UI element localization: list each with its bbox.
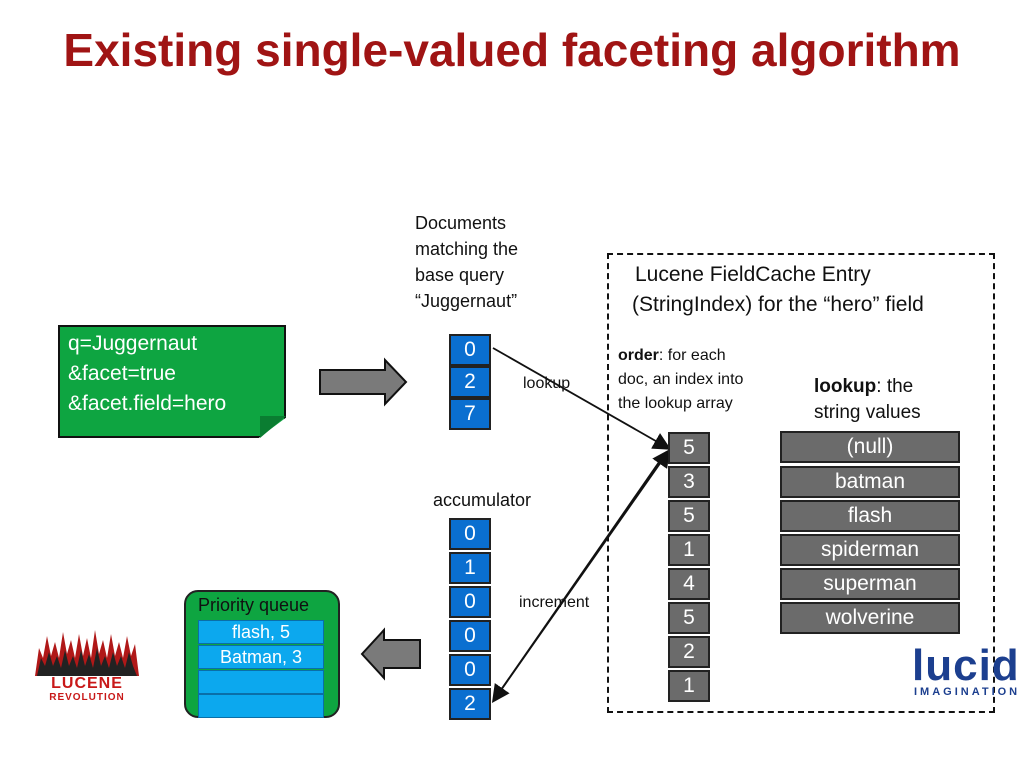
order-cell: 4 bbox=[668, 568, 710, 600]
priority-queue-item bbox=[198, 694, 324, 718]
doc-cell: 2 bbox=[449, 366, 491, 398]
query-note bbox=[58, 325, 286, 438]
order-term-rest: : for each bbox=[658, 347, 726, 364]
accumulator-to-queue-arrow bbox=[360, 627, 421, 681]
priority-queue-item: flash, 5 bbox=[198, 620, 324, 644]
lookup-cell: batman bbox=[780, 466, 960, 498]
lookup-arrow-label: lookup bbox=[523, 375, 571, 392]
lookup-description-line-2: string values bbox=[814, 402, 921, 423]
order-cell: 1 bbox=[668, 534, 710, 566]
increment-arrow-tail bbox=[493, 449, 671, 701]
docs-label-line-1: Documents bbox=[415, 213, 507, 233]
query-line-q: q=Juggernaut bbox=[68, 332, 198, 355]
lookup-cell: (null) bbox=[780, 431, 960, 463]
order-cell: 5 bbox=[668, 432, 710, 464]
order-cell: 5 bbox=[668, 500, 710, 532]
query-to-docs-arrow bbox=[319, 357, 408, 407]
order-cell: 2 bbox=[668, 636, 710, 668]
order-description-line-1: order: for each bbox=[618, 345, 726, 366]
increment-arrow-label: increment bbox=[519, 594, 590, 611]
fieldcache-title-1: Lucene FieldCache Entry bbox=[635, 263, 871, 286]
lucid-logo-word: lucid bbox=[912, 641, 1020, 690]
accumulator-cell: 0 bbox=[449, 654, 491, 686]
accumulator-cell: 0 bbox=[449, 586, 491, 618]
slide-title: Existing single-valued faceting algorith… bbox=[63, 24, 961, 76]
order-cell: 1 bbox=[668, 670, 710, 702]
fieldcache-title-2: (StringIndex) for the “hero” field bbox=[632, 293, 924, 316]
priority-queue-item: Batman, 3 bbox=[198, 645, 324, 669]
lookup-description-line-1: lookup: the bbox=[814, 374, 913, 399]
accumulator-cell: 1 bbox=[449, 552, 491, 584]
query-line-field: &facet.field=hero bbox=[68, 392, 227, 415]
docs-label-line-4: “Juggernaut” bbox=[415, 291, 518, 311]
lookup-cell: wolverine bbox=[780, 602, 960, 634]
order-description-line-2: doc, an index into bbox=[618, 371, 744, 388]
lookup-cell: spiderman bbox=[780, 534, 960, 566]
lookup-cell: flash bbox=[780, 500, 960, 532]
imagination-logo-word: IMAGINATION bbox=[914, 686, 1021, 698]
lookup-arrow bbox=[492, 347, 672, 450]
docs-label-line-3: base query bbox=[415, 265, 505, 285]
order-cell: 5 bbox=[668, 602, 710, 634]
priority-queue-label: Priority queue bbox=[198, 595, 310, 615]
crowd-icon bbox=[35, 630, 139, 676]
doc-cell: 0 bbox=[449, 334, 491, 366]
fieldcache-box bbox=[607, 253, 995, 713]
lookup-term: lookup bbox=[814, 376, 877, 397]
lookup-cell: superman bbox=[780, 568, 960, 600]
lookup-term-rest: : the bbox=[876, 376, 914, 397]
accumulator-cell: 0 bbox=[449, 620, 491, 652]
lucene-revolution-logo: LUCENE REVOLUTION bbox=[33, 628, 143, 708]
docs-label-line-2: matching the bbox=[415, 239, 519, 259]
revolution-logo-word: REVOLUTION bbox=[49, 692, 125, 703]
accumulator-cell: 2 bbox=[449, 688, 491, 720]
doc-cell: 7 bbox=[449, 398, 491, 430]
order-cell: 3 bbox=[668, 466, 710, 498]
accumulator-cell: 0 bbox=[449, 518, 491, 550]
priority-queue-item bbox=[198, 670, 324, 694]
accumulator-label: accumulator bbox=[433, 490, 532, 510]
order-description-line-3: the lookup array bbox=[618, 395, 733, 412]
order-term: order bbox=[618, 347, 659, 364]
lucene-logo-word: LUCENE bbox=[51, 675, 123, 692]
query-line-facet: &facet=true bbox=[68, 362, 176, 385]
